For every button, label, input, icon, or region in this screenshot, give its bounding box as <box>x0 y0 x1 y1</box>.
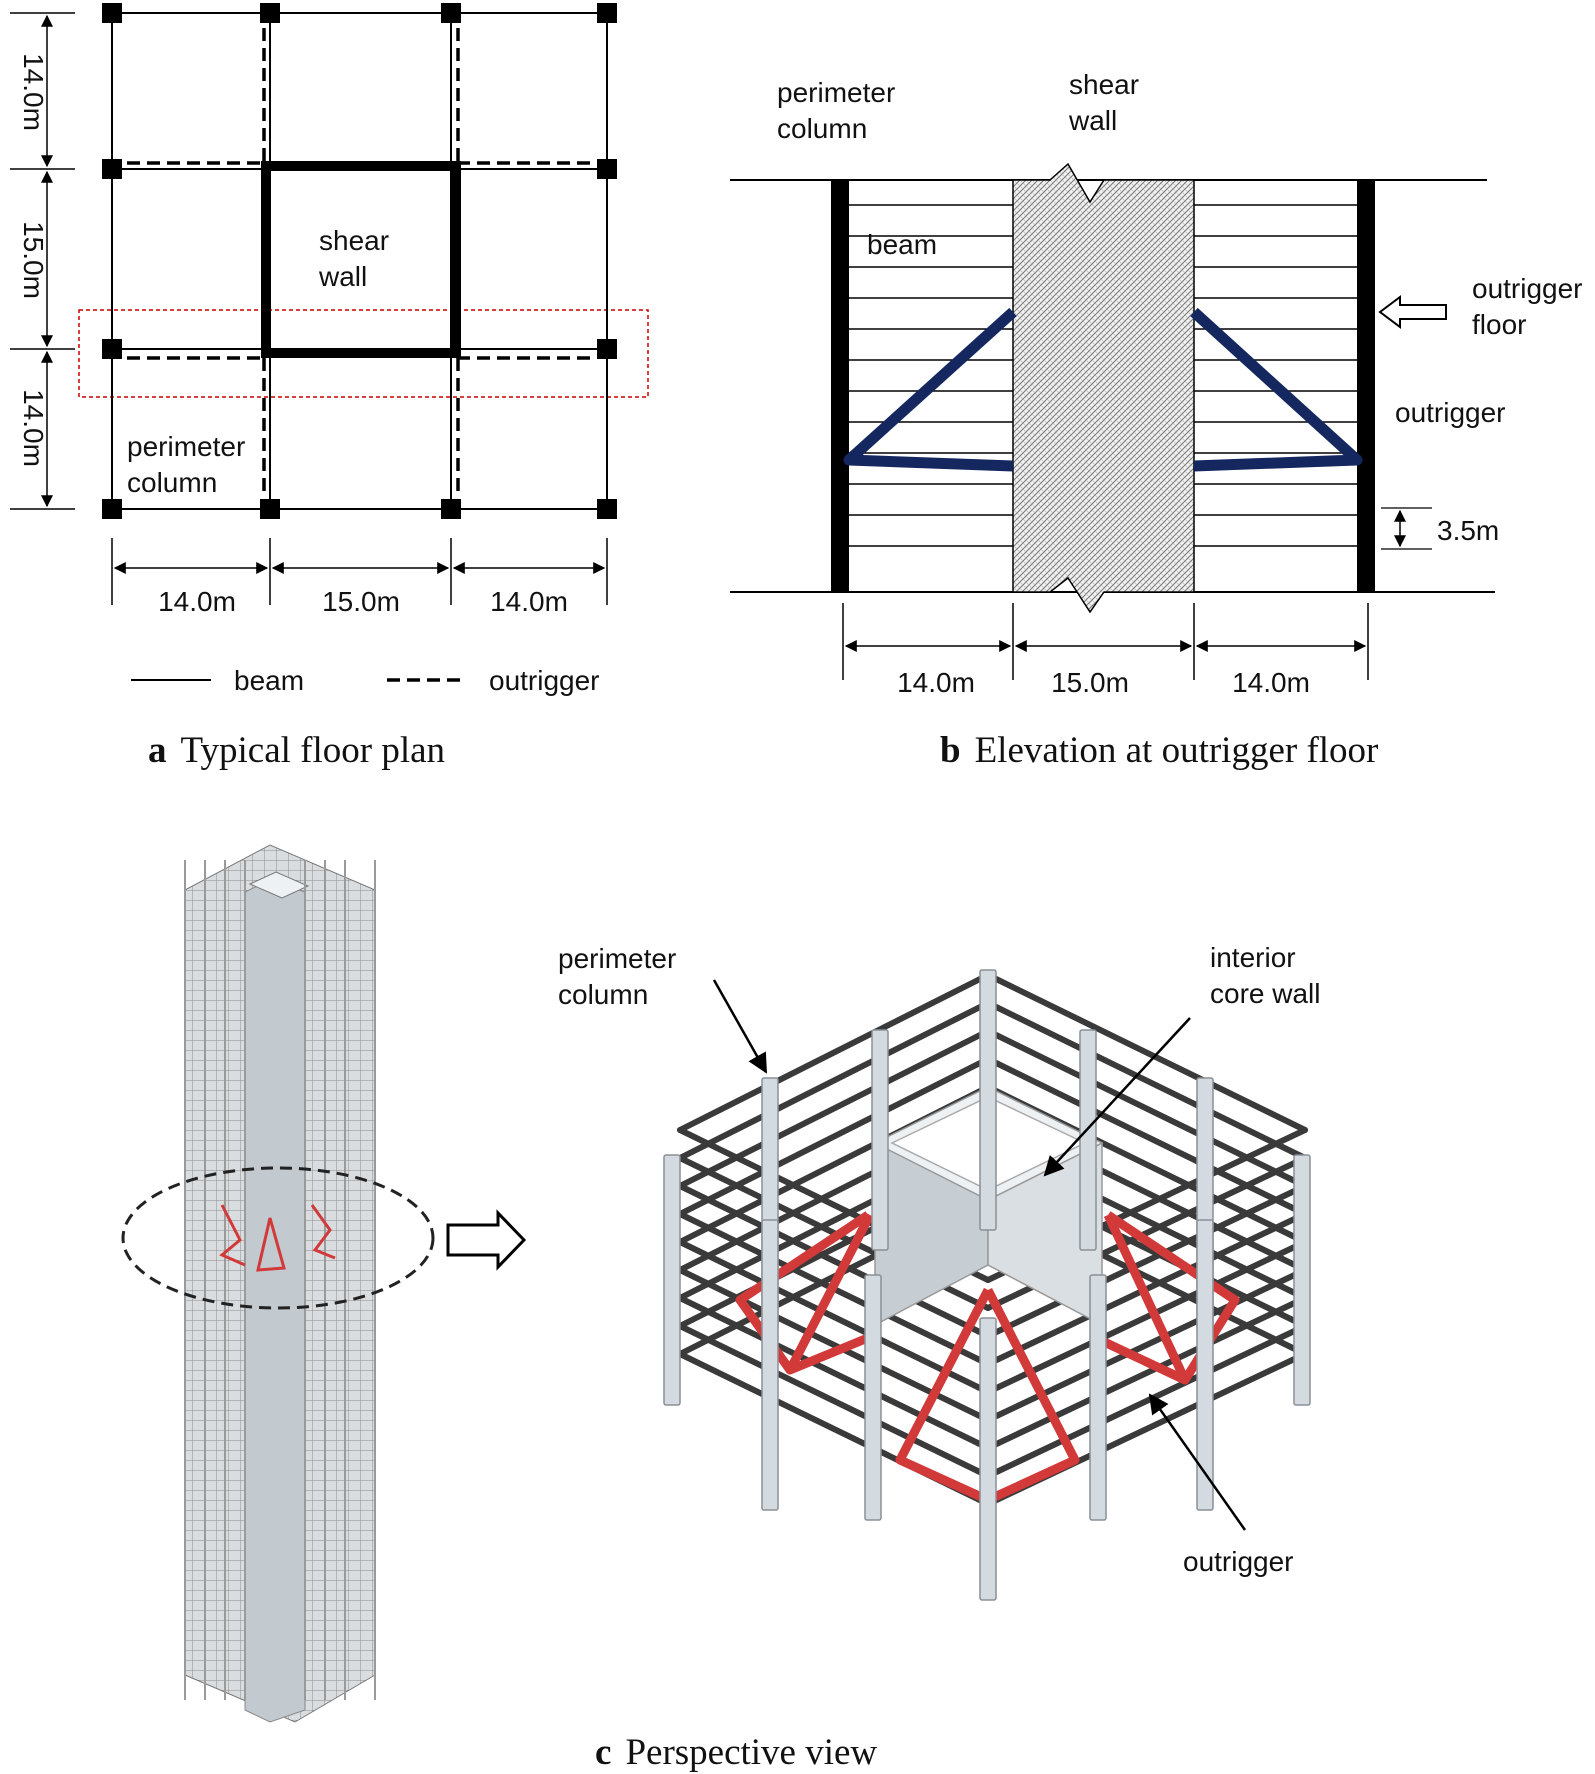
elev-outrigger-label: outrigger <box>1395 397 1506 428</box>
perimeter-column <box>979 1317 997 1601</box>
frame-beam <box>985 1295 1308 1451</box>
frame-beam <box>985 1056 1308 1217</box>
frame-beam <box>985 972 1308 1133</box>
elev-beam-label: beam <box>867 229 937 260</box>
legend-outrigger-label: outrigger <box>489 665 600 696</box>
panel-c-perspective: perimeter column interior core wall outr… <box>121 844 1320 1773</box>
persp-column-label-2: column <box>558 979 648 1010</box>
elev-right-column <box>1357 180 1375 592</box>
plan-shear-wall <box>261 161 461 358</box>
outrigger-zone-ellipse <box>121 1166 435 1310</box>
frame-beam <box>985 1239 1308 1395</box>
frame-beam <box>985 1323 1308 1479</box>
frame-beam <box>677 972 991 1133</box>
frame-beam <box>677 1323 991 1479</box>
caption-b-text: Elevation at outrigger floor <box>975 730 1379 771</box>
elev-column-label-1: perimeter <box>777 77 895 108</box>
plan-dim-left-1: 14.0m <box>18 53 49 131</box>
caption-a-letter: a <box>148 730 167 771</box>
elev-column-label-2: column <box>777 113 867 144</box>
tower-model <box>184 844 376 1723</box>
frame-beam <box>985 1183 1308 1339</box>
plan-shear-wall-label-1: shear <box>319 225 389 256</box>
elev-dim-1: 14.0m <box>897 667 975 698</box>
perimeter-column <box>761 1219 779 1511</box>
elev-outriggers <box>843 307 1363 472</box>
caption-b: b Elevation at outrigger floor <box>940 730 1378 771</box>
persp-outrigger-leader <box>1148 1393 1247 1531</box>
caption-c: c Perspective view <box>595 1732 877 1773</box>
plan-dim-bottom-1: 14.0m <box>158 586 236 617</box>
frame-beam <box>985 1000 1308 1161</box>
plan-dim-bottom-3: 14.0m <box>490 586 568 617</box>
persp-outrigger-label: outrigger <box>1183 1546 1294 1577</box>
perimeter-column <box>871 1029 889 1251</box>
plan-dim-bottom-2: 15.0m <box>322 586 400 617</box>
perimeter-column <box>1089 1274 1107 1521</box>
perimeter-column <box>979 969 997 1231</box>
frame-beam <box>677 1295 991 1451</box>
zoom-arrow-icon <box>446 1209 527 1271</box>
perimeter-column <box>1079 1029 1097 1251</box>
caption-c-text: Perspective view <box>625 1732 877 1773</box>
persp-column-label-1: perimeter <box>558 943 676 974</box>
plan-dim-left-3: 14.0m <box>18 389 49 467</box>
elev-dim-3: 14.0m <box>1232 667 1310 698</box>
plan-column-label-2: column <box>127 467 217 498</box>
frame-beam <box>677 1000 991 1161</box>
perimeter-column <box>864 1274 882 1521</box>
plan-column-label-1: perimeter <box>127 431 245 462</box>
legend-beam-label: beam <box>234 665 304 696</box>
elev-dim-2: 15.0m <box>1051 667 1129 698</box>
elev-outrigger-floor-label-1: outrigger <box>1472 273 1583 304</box>
persp-column-leader <box>712 979 768 1074</box>
elev-shear-wall-label-2: wall <box>1068 105 1117 136</box>
panel-a-floor-plan: shear wall perimeter column 14.0m 15.0m … <box>10 3 649 771</box>
persp-core-label-2: core wall <box>1210 978 1320 1009</box>
plan-dim-left-2: 15.0m <box>18 221 49 299</box>
plan-bottom-dimensions <box>111 538 608 605</box>
frame-beam <box>677 1028 991 1189</box>
plan-perimeter-columns <box>102 3 617 519</box>
panel-b-elevation: perimeter column shear wall beam outrigg… <box>730 69 1583 771</box>
frame-beam <box>985 1028 1308 1189</box>
elev-outrigger-floor-label-2: floor <box>1472 309 1526 340</box>
persp-core-label-1: interior <box>1210 942 1296 973</box>
elev-shear-wall <box>1012 162 1195 614</box>
frame-beam <box>677 1239 991 1395</box>
tower-outrigger-marks <box>219 1204 336 1272</box>
story-height-label: 3.5m <box>1437 515 1499 546</box>
caption-c-letter: c <box>595 1732 611 1773</box>
caption-a-text: Typical floor plan <box>181 730 446 771</box>
persp-core-leader <box>1043 1017 1191 1177</box>
elev-shear-wall-label-1: shear <box>1069 69 1139 100</box>
outrigger-floor-arrow-icon <box>1378 295 1447 329</box>
perimeter-column <box>1196 1219 1214 1511</box>
plan-outriggers <box>127 28 593 496</box>
plan-left-dimensions <box>10 12 75 510</box>
perimeter-column <box>1293 1154 1311 1406</box>
plan-shear-wall-label-2: wall <box>318 261 367 292</box>
frame-beam <box>677 1183 991 1339</box>
caption-a: a Typical floor plan <box>148 730 445 771</box>
zoomed-model <box>663 969 1311 1601</box>
caption-b-letter: b <box>940 730 961 771</box>
perimeter-column <box>663 1154 681 1406</box>
frame-beam <box>677 1056 991 1217</box>
elev-left-column <box>831 180 849 592</box>
outrigger-floor-highlight <box>78 309 649 398</box>
elev-bottom-dimensions <box>842 603 1369 680</box>
